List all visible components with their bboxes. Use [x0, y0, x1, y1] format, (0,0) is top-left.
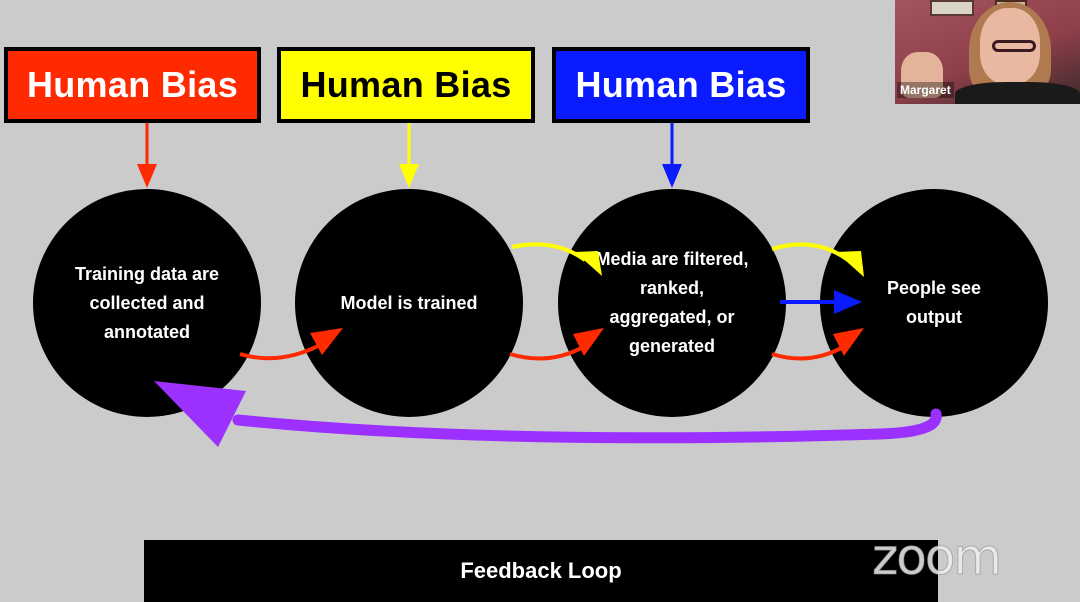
participant-glasses — [992, 40, 1036, 52]
human-bias-box-yellow: Human Bias — [277, 47, 535, 123]
node-label: Media are filtered, ranked, aggregated, … — [595, 249, 749, 356]
zoom-watermark: zoom — [871, 528, 1002, 587]
node-model-trained: Model is trained — [295, 189, 523, 417]
node-label: Model is trained — [340, 292, 478, 313]
node-label: People see output — [886, 278, 982, 327]
participant-video-tile[interactable]: Margaret — [895, 0, 1080, 104]
feedback-loop-label: Feedback Loop — [460, 558, 622, 583]
human-bias-box-red: Human Bias — [4, 47, 261, 123]
bias-arrow-yellow — [399, 123, 419, 188]
node-people-see-output: People see output — [820, 189, 1048, 417]
node-training-data: Training data are collected and annotate… — [33, 189, 261, 417]
human-bias-box-blue: Human Bias — [552, 47, 810, 123]
feedback-arrow-purple — [154, 381, 942, 447]
participant-shirt — [955, 82, 1080, 104]
node-label: Training data are collected and annotate… — [74, 263, 220, 342]
participant-name-label: Margaret — [897, 82, 954, 98]
participant-hand — [901, 52, 943, 98]
wall-picture — [930, 0, 974, 16]
feedback-loop-bar: Feedback Loop — [144, 540, 938, 602]
bias-arrow-red — [137, 123, 157, 188]
bias-arrow-blue — [662, 123, 682, 188]
node-media-filtered: Media are filtered, ranked, aggregated, … — [558, 189, 786, 417]
